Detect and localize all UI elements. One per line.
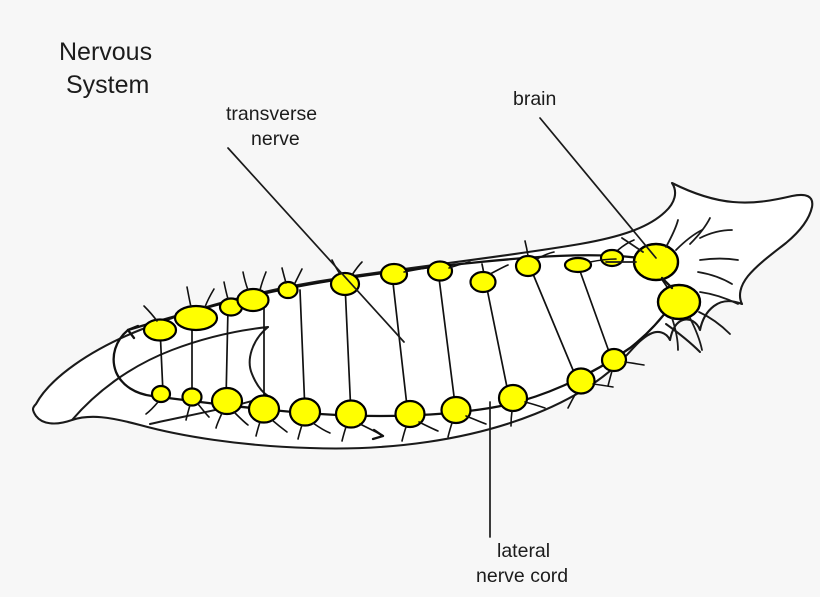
ganglion-upper: [142, 318, 178, 342]
ganglion-lower: [181, 387, 203, 407]
ganglion-upper: [236, 287, 270, 313]
head-nerve-fiber: [697, 271, 733, 285]
ganglion-lower: [334, 399, 368, 429]
transverse-nerve: [575, 259, 613, 361]
head-nerve-fiber: [621, 237, 644, 253]
branch-fiber: [233, 411, 249, 426]
upper-cord-arrowhead: [126, 324, 140, 340]
branch-fiber: [359, 423, 381, 435]
branch-fiber: [255, 421, 261, 437]
label-transverse-nerve-line1: transverse: [226, 103, 317, 125]
head-nerve-fiber: [665, 219, 679, 248]
ganglion-lower: [497, 383, 529, 413]
branch-fiber: [418, 421, 439, 432]
transverse-nerve: [437, 269, 457, 413]
tail-inner-fold: [71, 326, 269, 421]
branch-fiber: [403, 267, 427, 273]
branch-fiber: [242, 271, 249, 291]
branch-fiber: [592, 383, 614, 388]
branch-fiber: [259, 271, 267, 291]
leader-line-transverse-nerve: [227, 147, 405, 343]
ganglion-lower: [247, 394, 281, 424]
head-nerve-fiber: [689, 217, 711, 245]
transverse-nerve: [299, 289, 306, 413]
branch-fiber: [624, 361, 645, 366]
branch-fiber: [524, 240, 529, 257]
head-nerve-fiber: [699, 291, 739, 305]
ganglion-lower: [600, 347, 628, 373]
branch-fiber: [271, 419, 288, 433]
figure-title-line1: Nervous: [59, 38, 152, 66]
branch-fiber: [447, 422, 453, 438]
branch-fiber: [297, 424, 303, 440]
head-nerve-fiber: [671, 317, 679, 351]
figure-title-line2: System: [66, 71, 149, 99]
ganglion-upper: [426, 260, 454, 282]
ganglion-upper: [277, 280, 299, 300]
ganglion-upper: [329, 271, 361, 297]
leader-line-brain: [539, 117, 657, 259]
branch-fiber: [589, 258, 617, 263]
ganglion-upper: [379, 262, 409, 286]
label-lateral-nerve-cord-line1: lateral: [497, 540, 550, 562]
ganglion-lower: [566, 367, 596, 395]
branch-fiber: [465, 415, 487, 425]
ganglion-lower: [440, 395, 472, 425]
branch-fiber: [510, 410, 513, 427]
ganglion-upper: [599, 248, 625, 268]
head-nerve-fiber: [675, 229, 703, 251]
branch-fiber: [186, 286, 192, 308]
branch-fiber: [204, 288, 215, 308]
brain-ganglion-ventral: [656, 283, 702, 321]
transverse-nerve: [527, 261, 579, 383]
branch-fiber: [281, 267, 287, 284]
label-lateral-nerve-cord-line2: nerve cord: [476, 565, 568, 587]
ganglion-upper: [469, 270, 497, 294]
head-nerve-fiber: [689, 317, 703, 351]
branch-fiber: [197, 403, 210, 418]
branch-fiber: [215, 412, 223, 429]
head-nerve-fiber: [699, 229, 733, 239]
ganglion-upper: [173, 304, 219, 332]
head-inner-fold: [665, 323, 701, 353]
branch-fiber: [489, 264, 509, 275]
branch-fiber: [617, 239, 635, 251]
brain-commissure: [660, 276, 674, 290]
branch-fiber: [145, 401, 159, 415]
ganglion-lower: [210, 386, 244, 416]
head-nerve-fiber: [698, 311, 731, 335]
branch-fiber: [312, 422, 331, 434]
label-transverse-nerve-line2: nerve: [251, 128, 300, 150]
label-brain: brain: [513, 88, 556, 110]
ganglion-upper: [563, 256, 593, 274]
transverse-nerve: [391, 273, 409, 416]
branch-fiber: [351, 261, 363, 276]
branch-fiber: [401, 426, 407, 442]
ganglion-lower: [288, 397, 322, 427]
branch-fiber: [294, 268, 303, 284]
branch-fiber: [607, 370, 613, 387]
branch-fiber: [143, 305, 158, 322]
branch-fiber: [524, 401, 546, 409]
branch-fiber: [341, 426, 347, 442]
posterior-cord-loop: [112, 328, 154, 398]
ganglion-lower: [394, 399, 426, 429]
branch-fiber: [448, 261, 471, 269]
head-nerve-fiber: [699, 257, 739, 261]
branch-fiber: [185, 404, 191, 421]
transverse-nerve: [225, 307, 229, 401]
transverse-nerve: [344, 283, 352, 416]
ganglion-lower: [150, 384, 172, 404]
branch-fiber: [567, 392, 577, 409]
branch-fiber: [223, 281, 229, 300]
tail-fold-connector: [248, 326, 269, 397]
branch-fiber: [536, 251, 555, 260]
